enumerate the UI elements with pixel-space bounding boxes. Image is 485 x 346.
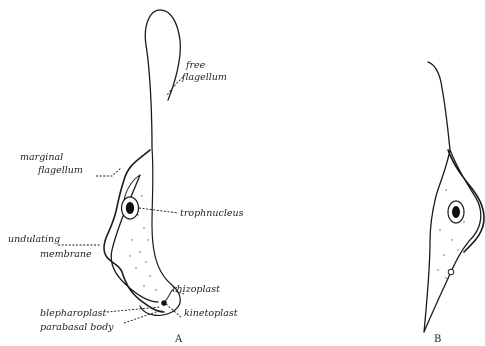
- label-flagellum-free: flagellum: [181, 72, 227, 83]
- leader-trophnucleus: [139, 208, 178, 213]
- label-membrane: membrane: [40, 249, 92, 260]
- leader-parabasal-body: [124, 310, 162, 323]
- label-trophnucleus: trophnucleus: [180, 208, 244, 219]
- label-rhizoplast: rhizoplast: [172, 284, 220, 295]
- free-flagellum: [145, 10, 180, 148]
- organism-a: [104, 10, 180, 315]
- label-marginal: marginal: [20, 152, 63, 163]
- rhizoplast-line: [164, 290, 172, 303]
- panel-label-b: B: [434, 334, 441, 345]
- free-flagellum-b: [428, 62, 450, 150]
- body-b-left: [424, 150, 450, 332]
- body-left-edge: [111, 175, 158, 302]
- kinetoplast-b: [448, 269, 454, 275]
- nucleus-b-core: [452, 206, 460, 218]
- organism-b: [424, 62, 484, 332]
- label-undulating: undulating: [8, 234, 60, 245]
- leader-marginal-flagellum: [96, 168, 121, 176]
- body-b-right: [424, 150, 481, 332]
- label-free: free: [185, 60, 206, 71]
- label-parabasal-body: parabasal body: [40, 322, 114, 333]
- undulating-membrane: [104, 150, 164, 312]
- label-kinetoplast: kinetoplast: [184, 308, 238, 319]
- label-flagellum-marginal: flagellum: [37, 165, 83, 176]
- label-blepharoplast: blepharoplast: [40, 308, 107, 319]
- panel-label-a: A: [174, 334, 183, 345]
- trophnucleus-core: [126, 202, 134, 214]
- membrane-fold: [124, 175, 140, 200]
